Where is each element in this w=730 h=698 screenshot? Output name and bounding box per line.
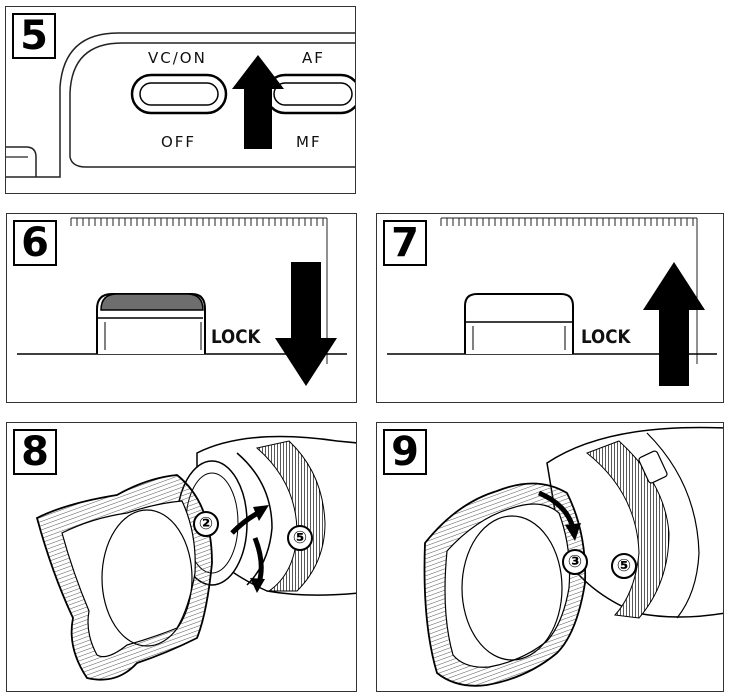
arrow-up-icon — [232, 55, 284, 149]
af-label: AF — [302, 49, 325, 67]
lock-switch — [464, 293, 574, 354]
step-number: 8 — [13, 429, 57, 475]
step-number: 7 — [383, 220, 427, 266]
lens-hood-attach-drawing — [35, 435, 356, 681]
step-number: 5 — [12, 13, 56, 59]
step-8-panel: 8 ② ⑤ — [6, 422, 357, 692]
lock-label: LOCK — [581, 326, 631, 348]
mf-label: MF — [296, 133, 322, 151]
lens-marker: ⑤ — [287, 525, 313, 551]
hood-marker: ③ — [562, 549, 588, 575]
lock-switch-drawing — [17, 217, 347, 386]
step-number: 6 — [13, 220, 57, 266]
step-5-panel: 5 VC/ON OFF AF MF — [5, 6, 356, 194]
step-7-panel: 7 LOCK — [376, 213, 724, 403]
lock-label: LOCK — [211, 326, 261, 348]
vc-on-label: VC/ON — [148, 49, 207, 67]
step-6-panel: 6 LOCK — [6, 213, 357, 403]
hood-marker: ② — [193, 511, 219, 537]
lens-switch-panel-drawing — [6, 32, 355, 178]
arrow-down-icon — [275, 262, 337, 386]
lens-marker: ⑤ — [611, 553, 637, 579]
step-9-panel: 9 ③ ⑤ — [376, 422, 724, 692]
off-label: OFF — [161, 133, 197, 151]
lock-switch-drawing — [387, 217, 717, 386]
step-number: 9 — [383, 429, 427, 475]
arrow-up-icon — [643, 262, 705, 386]
lens-hood-lock-drawing — [423, 426, 723, 687]
